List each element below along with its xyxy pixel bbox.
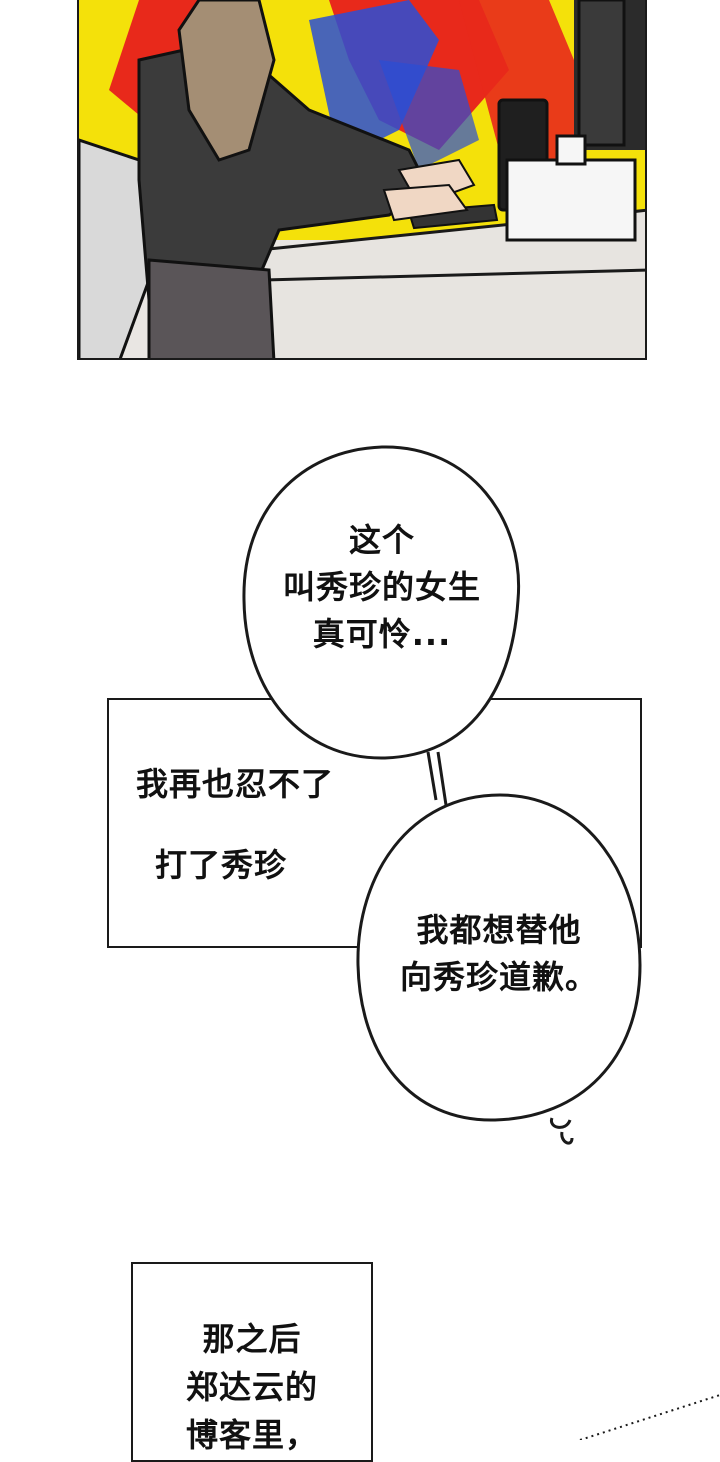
narration-2-line-2: 郑达云的	[185, 1368, 318, 1406]
bubble-2-line-2: 向秀珍道歉。	[399, 958, 598, 996]
bubble-1-line-3: 真可怜...	[312, 615, 452, 653]
narration-box-2	[131, 1262, 373, 1462]
bubble-1-line-1: 这个	[348, 521, 415, 559]
narration-1-line-2: 打了秀珍	[155, 846, 288, 884]
narration-2-line-1: 那之后	[202, 1320, 302, 1358]
comic-panel-office	[77, 0, 647, 360]
dotted-line	[579, 1394, 720, 1440]
office-illustration	[79, 0, 645, 358]
bubble-drip	[549, 1117, 574, 1145]
narration-1-line-1: 我再也忍不了	[136, 765, 335, 803]
bubble-2-line-1: 我都想替他	[416, 911, 582, 949]
bubble-1-line-2: 叫秀珍的女生	[282, 568, 481, 606]
narration-2-line-3: 博客里，	[185, 1416, 318, 1454]
